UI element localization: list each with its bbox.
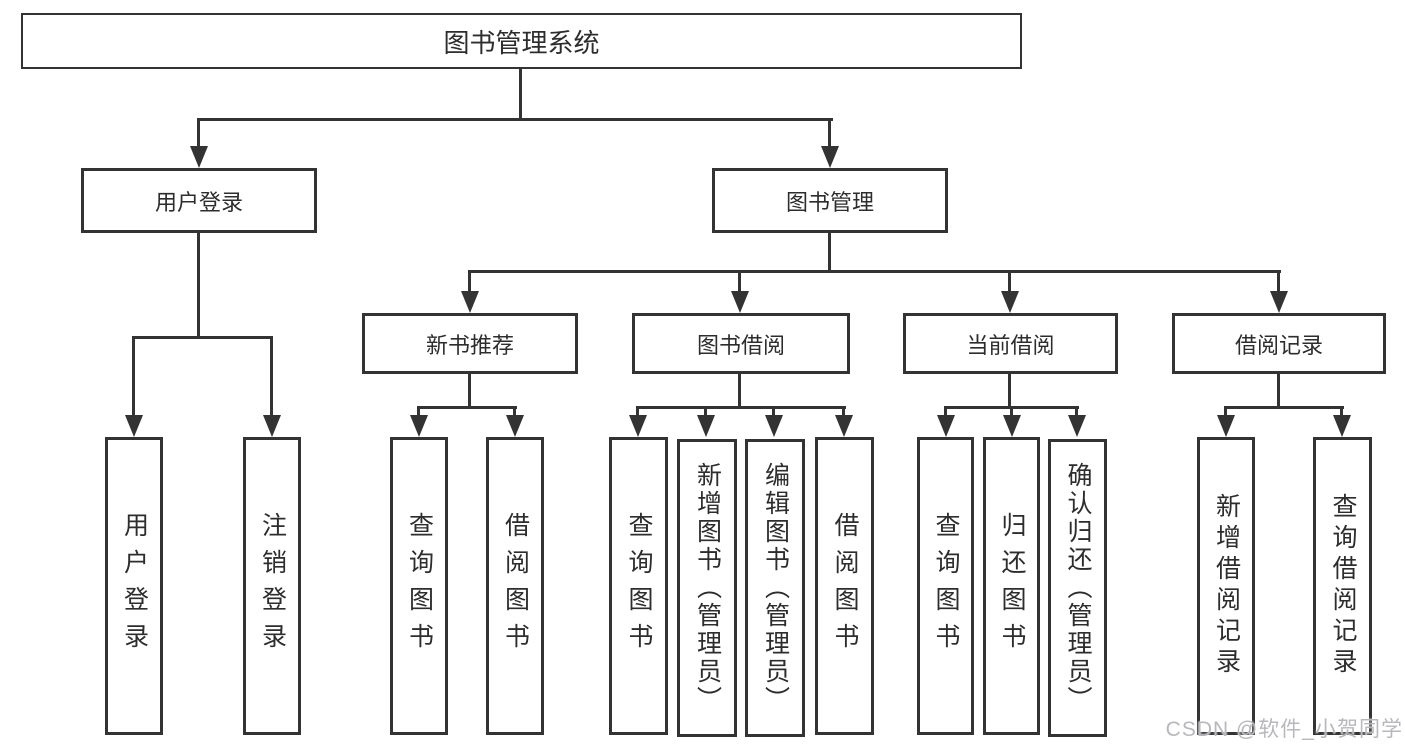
connector-line	[772, 406, 775, 419]
node-label: 归还图书	[998, 512, 1026, 660]
node-book-management: 图书管理	[712, 168, 948, 233]
connector-line	[1340, 406, 1343, 419]
connector-line	[468, 374, 471, 408]
connector-line	[738, 374, 741, 408]
node-label: 用户登录	[154, 189, 243, 215]
connector-line	[513, 406, 516, 419]
connector-line	[197, 233, 200, 339]
arrow-down-icon	[410, 415, 428, 437]
node-user-login: 用户登录	[81, 168, 317, 233]
connector-line	[132, 336, 273, 339]
connector-line	[828, 233, 831, 273]
node-label: 确认归还（管理员）	[1064, 462, 1092, 714]
arrow-down-icon	[1333, 415, 1351, 437]
leaf-current-query-books: 查询图书	[917, 437, 974, 735]
node-new-book-recommend: 新书推荐	[362, 313, 578, 374]
arrow-down-icon	[190, 146, 208, 168]
node-label: 查询图书	[405, 512, 434, 660]
node-label: 图书借阅	[696, 332, 785, 358]
leaf-newbook-borrow-books: 借阅图书	[486, 437, 544, 735]
leaf-records-add-record: 新增借阅记录	[1197, 437, 1255, 735]
node-current-borrow: 当前借阅	[903, 313, 1118, 374]
arrow-down-icon	[1217, 415, 1235, 437]
node-label: 新书推荐	[425, 332, 514, 358]
arrow-down-icon	[937, 415, 955, 437]
node-label: 新增借阅记录	[1212, 493, 1241, 679]
connector-line	[1008, 374, 1011, 408]
arrow-down-icon	[629, 415, 647, 437]
arrow-down-icon	[835, 415, 853, 437]
node-label: 注销登录	[258, 512, 287, 660]
connector-line	[1224, 406, 1344, 409]
node-label: 当前借阅	[966, 332, 1055, 358]
connector-line	[1075, 406, 1078, 419]
leaf-borrow-borrow-books: 借阅图书	[815, 437, 874, 735]
node-label: 借阅记录	[1234, 332, 1323, 358]
node-label: 新增图书（管理员）	[693, 462, 722, 714]
node-label: 借阅图书	[831, 512, 859, 660]
arrow-down-icon	[506, 415, 524, 437]
leaf-logout: 注销登录	[243, 437, 301, 735]
node-label: 查询借阅记录	[1329, 493, 1357, 679]
node-label: 查询图书	[625, 512, 653, 660]
connector-line	[468, 270, 471, 297]
leaf-user-login: 用户登录	[105, 437, 163, 735]
node-label: 编辑图书（管理员）	[761, 462, 790, 714]
connector-line	[636, 406, 639, 419]
leaf-current-confirm-return-admin: 确认归还（管理员）	[1048, 439, 1107, 737]
connector-line	[468, 270, 1281, 273]
connector-line	[828, 118, 831, 151]
connector-line	[132, 336, 135, 420]
connector-line	[1008, 270, 1011, 297]
node-borrow-records: 借阅记录	[1172, 313, 1386, 374]
connector-line	[738, 270, 741, 297]
node-book-borrow: 图书借阅	[632, 313, 850, 374]
connector-line	[1277, 270, 1280, 297]
arrow-down-icon	[821, 146, 839, 168]
arrow-down-icon	[461, 291, 479, 313]
connector-line	[704, 406, 707, 419]
connector-line	[197, 118, 200, 151]
connector-line	[417, 406, 420, 419]
arrow-down-icon	[1001, 291, 1019, 313]
node-label: 借阅图书	[501, 512, 530, 660]
arrow-down-icon	[765, 415, 783, 437]
node-label: 图书管理	[785, 189, 874, 215]
arrow-down-icon	[1270, 291, 1288, 313]
connector-line	[944, 406, 947, 419]
arrow-down-icon	[1003, 415, 1021, 437]
leaf-borrow-add-books-admin: 新增图书（管理员）	[677, 439, 737, 737]
connector-line	[1010, 406, 1013, 419]
csdn-watermark: CSDN @软件_小贺同学	[1165, 718, 1403, 741]
node-system-root: 图书管理系统	[21, 13, 1022, 69]
arrow-down-icon	[1068, 415, 1086, 437]
connector-line	[842, 406, 845, 419]
leaf-borrow-query-books: 查询图书	[609, 437, 668, 735]
arrow-down-icon	[731, 291, 749, 313]
leaf-newbook-query-books: 查询图书	[390, 437, 448, 735]
connector-line	[1277, 374, 1280, 408]
connector-line	[417, 406, 517, 409]
leaf-records-query-record: 查询借阅记录	[1313, 437, 1372, 735]
connector-line	[197, 118, 833, 121]
arrow-down-icon	[125, 415, 143, 437]
connector-line	[1224, 406, 1227, 419]
connector-line	[519, 69, 522, 121]
node-label: 用户登录	[120, 512, 149, 660]
leaf-current-return-books: 归还图书	[983, 437, 1040, 735]
connector-line	[636, 406, 846, 409]
connector-line	[270, 336, 273, 420]
node-label: 图书管理系统	[443, 27, 600, 58]
node-label: 查询图书	[932, 512, 960, 660]
leaf-borrow-edit-books-admin: 编辑图书（管理员）	[745, 439, 805, 737]
arrow-down-icon	[263, 415, 281, 437]
arrow-down-icon	[697, 415, 715, 437]
